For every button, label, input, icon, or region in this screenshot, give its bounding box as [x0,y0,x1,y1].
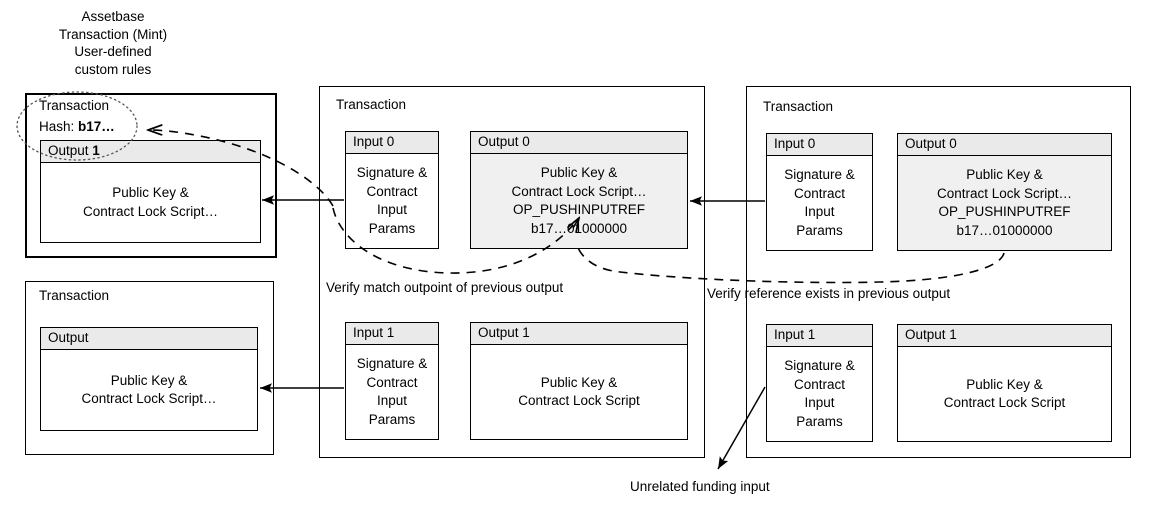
input-body-line: Contract [793,185,845,201]
input-body-line: Contract [793,376,845,392]
output-body-line: Public Key & [110,372,188,388]
assetbase-output-1-header: Output 1 [41,141,260,163]
output-body-line: Contract Lock Script… [936,185,1073,201]
right-output-0-header: Output 0 [898,134,1111,156]
right-output-1-header: Output 1 [898,325,1111,347]
output-body-line: Public Key & [540,374,618,390]
note-unrelated-funding-input: Unrelated funding input [630,479,770,494]
input-body-line: Contract [366,374,418,390]
middle-output-0-box[interactable]: Output 0 Public Key & Contract Lock Scri… [470,131,688,249]
input-body-line: Contract [366,183,418,199]
input-body-line: Input [376,393,407,408]
previous-funding-output-box[interactable]: Output Public Key & Contract Lock Script… [40,327,258,431]
assetbase-title: Assetbase Transaction (Mint) User-define… [18,8,208,78]
output-body-line: Public Key & [966,376,1043,392]
middle-input-0-header: Input 0 [346,132,438,154]
middle-transaction-caption: Transaction [336,97,407,112]
input-body-line: Input [804,395,835,410]
middle-output-0-header: Output 0 [471,132,687,154]
output-body-line: Contract Lock Script… [511,183,647,199]
note-verify-reference: Verify reference exists in previous outp… [707,286,951,301]
output-body-line-bold: OP_PUSHINPUTREF [938,204,1071,219]
output-body-line-bold: b17…01000000 [956,222,1053,238]
right-output-1-box[interactable]: Output 1 Public Key & Contract Lock Scri… [897,324,1112,442]
middle-input-1-body: Signature & Contract Input Params [346,345,438,439]
assetbase-transaction-caption: Transaction [39,98,110,113]
title-line-4: custom rules [74,61,152,77]
output-body-line: Public Key & [112,185,189,200]
note-verify-outpoint: Verify match outpoint of previous output [326,280,564,295]
middle-input-0-box[interactable]: Input 0 Signature & Contract Input Param… [345,131,439,249]
input-body-line: Params [368,411,416,427]
input-body-line: Params [796,222,843,238]
output-body-line: Contract Lock Script [943,395,1066,410]
assetbase-output-1-body: Public Key & Contract Lock Script… [41,163,260,242]
previous-funding-output-header: Output [41,328,257,350]
output-body-line-bold: OP_PUSHINPUTREF [512,202,645,217]
hash-label: Hash: [39,119,79,134]
previous-funding-transaction-caption: Transaction [39,288,110,303]
input-body-line: Signature & [356,165,428,180]
right-input-1-box[interactable]: Input 1 Signature & Contract Input Param… [766,324,873,442]
output-body-line-bold: b17…01000000 [530,220,628,236]
output-body-line: Contract Lock Script… [81,391,217,406]
middle-input-1-header: Input 1 [346,323,438,345]
right-input-1-body: Signature & Contract Input Params [767,347,872,441]
middle-input-1-box[interactable]: Input 1 Signature & Contract Input Param… [345,322,439,440]
title-line-3: User-defined [74,44,152,59]
middle-output-1-body: Public Key & Contract Lock Script [471,345,687,439]
right-input-0-body: Signature & Contract Input Params [767,156,872,250]
middle-input-0-body: Signature & Contract Input Params [346,154,438,248]
input-body-line: Signature & [784,167,855,182]
output-header-prefix: Output [48,143,93,158]
right-output-0-box[interactable]: Output 0 Public Key & Contract Lock Scri… [897,133,1112,251]
input-body-line: Params [796,413,843,429]
right-output-1-body: Public Key & Contract Lock Script [898,347,1111,441]
title-line-1: Assetbase [81,9,145,24]
input-body-line: Input [376,202,407,217]
right-input-1-header: Input 1 [767,325,872,347]
assetbase-output-1-box[interactable]: Output 1 Public Key & Contract Lock Scri… [40,140,261,243]
previous-funding-output-body: Public Key & Contract Lock Script… [41,350,257,430]
output-body-line: Contract Lock Script… [82,203,219,219]
output-header-index: 1 [92,143,100,158]
middle-output-1-box[interactable]: Output 1 Public Key & Contract Lock Scri… [470,322,688,440]
middle-output-1-header: Output 1 [471,323,687,345]
right-input-0-box[interactable]: Input 0 Signature & Contract Input Param… [766,133,873,251]
output-body-line: Public Key & [540,165,618,180]
right-transaction-caption: Transaction [763,99,834,114]
input-body-line: Signature & [784,358,855,373]
output-body-line: Public Key & [966,167,1043,182]
right-input-0-header: Input 0 [767,134,872,156]
input-body-line: Params [368,220,416,236]
input-body-line: Input [804,204,835,219]
input-body-line: Signature & [356,356,428,371]
title-line-2: Transaction (Mint) [58,26,168,42]
assetbase-transaction-hash: Hash: b17… [39,119,115,135]
hash-value: b17… [78,119,115,134]
middle-output-0-body: Public Key & Contract Lock Script… OP_PU… [471,154,687,248]
right-output-0-body: Public Key & Contract Lock Script… OP_PU… [898,156,1111,250]
output-body-line: Contract Lock Script [518,393,640,408]
